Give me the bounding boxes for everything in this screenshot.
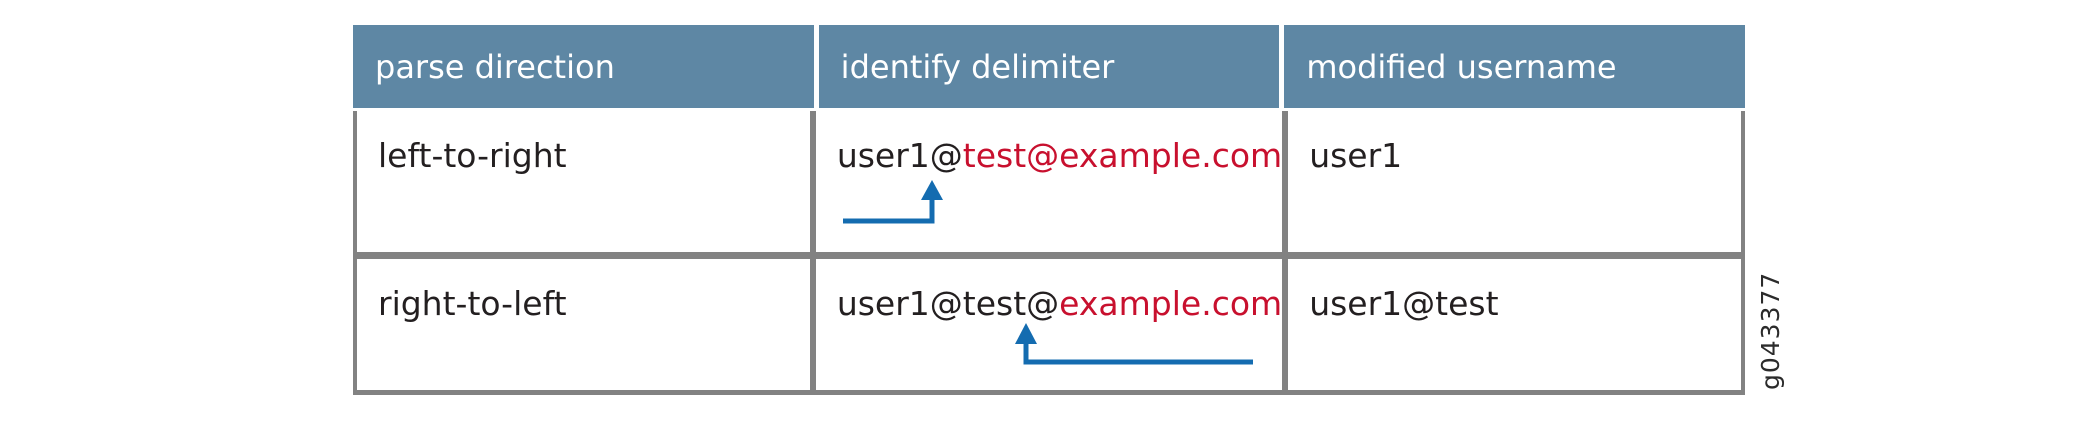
column-header-identify-delimiter: identify delimiter (818, 25, 1280, 108)
delimiter-highlight-text: example.com (1059, 284, 1283, 323)
modified-username-text: user1@test (1309, 284, 1499, 323)
delimiter-up-arrow-icon (1014, 323, 1253, 365)
delimiter-highlight-text: test@example.com (962, 136, 1283, 175)
table-body: left-to-right user1@test@example.com use… (353, 111, 1745, 395)
cell-parse-direction-row2: right-to-left (357, 259, 810, 390)
cell-identify-delimiter-row1: user1@test@example.com (815, 111, 1283, 252)
column-header-modified-username: modified username (1284, 25, 1746, 108)
cell-parse-direction-row1: left-to-right (357, 111, 810, 252)
parse-direction-text: right-to-left (378, 284, 567, 323)
delimiter-up-arrow-icon (842, 180, 943, 224)
modified-username-text: user1 (1309, 136, 1403, 175)
table-header-row: parse direction identify delimiter modif… (353, 25, 1746, 108)
cell-identify-delimiter-row2: user1@test@example.com (815, 259, 1283, 390)
username-parsing-table: parse direction identify delimiter modif… (353, 25, 1746, 395)
delimiter-kept-text: user1@ (836, 136, 963, 175)
figure-id-watermark: g043377 (1756, 271, 1785, 390)
cell-modified-username-row2: user1@test (1288, 259, 1741, 390)
delimiter-kept-text: user1@test@ (836, 284, 1060, 323)
column-header-parse-direction: parse direction (353, 25, 814, 108)
parse-direction-text: left-to-right (378, 136, 567, 175)
cell-modified-username-row1: user1 (1288, 111, 1741, 252)
